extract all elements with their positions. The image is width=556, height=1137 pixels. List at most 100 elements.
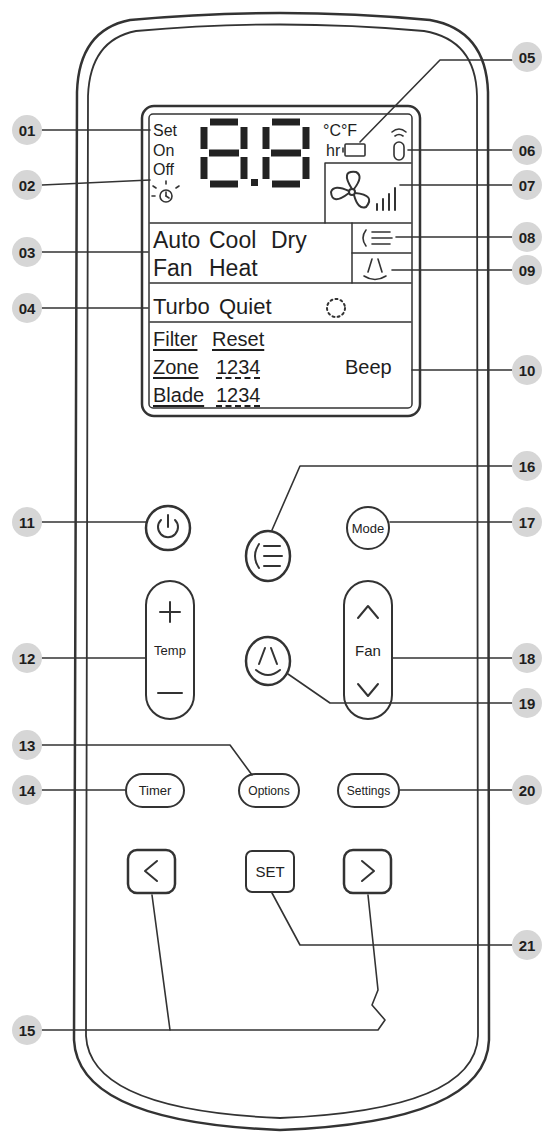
swing-button-horizontal <box>246 531 290 581</box>
arrow-buttons <box>128 850 391 893</box>
callout-number: 01 <box>19 123 36 138</box>
callout-badge <box>12 293 42 323</box>
segment <box>263 157 270 179</box>
callout-badge <box>12 237 42 267</box>
callout-badge <box>512 451 542 481</box>
callout-badge <box>512 643 542 673</box>
segment <box>263 127 270 149</box>
display-text: Blade <box>153 385 204 405</box>
callout-badge <box>12 730 42 760</box>
display-text: Dry <box>271 229 307 252</box>
display-inner <box>149 114 412 408</box>
callout-number: 13 <box>19 738 36 753</box>
display-text: Fan <box>153 257 193 280</box>
callout-number: 04 <box>19 301 36 316</box>
display-text: Auto <box>153 229 200 252</box>
remote-body-inner <box>86 25 478 1119</box>
segment <box>201 127 208 149</box>
callout-number: 15 <box>19 1023 36 1038</box>
callout-badge <box>512 688 542 718</box>
display-text: Filter <box>153 329 197 349</box>
fan-icon <box>331 172 395 210</box>
display-text: Heat <box>209 257 258 280</box>
set-button: SET <box>245 850 295 893</box>
callout-badge <box>12 1015 42 1045</box>
display-text: Off <box>153 162 174 178</box>
segment <box>210 119 238 126</box>
callout-number: 18 <box>519 651 536 666</box>
callout-badge <box>512 222 542 252</box>
segment <box>303 127 310 149</box>
callout-number: 05 <box>519 50 536 65</box>
timer-icon <box>152 181 179 202</box>
callout-badge <box>512 135 542 165</box>
segment <box>272 181 300 188</box>
display-dividers <box>150 163 411 322</box>
settings-button: Settings <box>337 773 400 808</box>
callout-badge <box>512 255 542 285</box>
segment <box>210 181 238 188</box>
callout-number: 11 <box>19 515 35 530</box>
display-text: Beep <box>345 357 392 377</box>
swing-button-vertical <box>246 637 290 685</box>
callout-number: 06 <box>519 143 536 158</box>
segment <box>271 150 301 157</box>
callout-badge <box>512 507 542 537</box>
callout-number: 12 <box>19 651 36 666</box>
display-text: °C°F <box>323 123 357 139</box>
button-label: Timer <box>139 784 172 797</box>
leader-lines <box>42 60 512 1030</box>
callout-badge <box>512 775 542 805</box>
temp-button: Temp <box>145 580 195 720</box>
callout-number: 08 <box>519 230 536 245</box>
segment <box>303 157 310 179</box>
display-text: Reset <box>212 329 264 349</box>
seven-segment-digits <box>204 122 306 186</box>
decimal-point <box>251 179 258 186</box>
callout-number: 09 <box>519 263 536 278</box>
callout-number: 16 <box>519 459 536 474</box>
power-button <box>146 506 190 550</box>
fan-button: Fan <box>343 580 393 720</box>
display-text: 1234 <box>216 385 261 405</box>
segment <box>201 157 208 179</box>
segment <box>272 119 300 126</box>
button-label: Fan <box>355 643 381 658</box>
mode-button: Mode <box>346 506 390 550</box>
segment <box>241 127 248 149</box>
callout-number: 10 <box>519 363 536 378</box>
button-label: Temp <box>154 644 186 657</box>
callout-badge <box>12 775 42 805</box>
button-label: Settings <box>347 785 390 797</box>
callout-badge <box>12 643 42 673</box>
callout-number: 17 <box>519 515 536 530</box>
callout-number: 20 <box>519 783 536 798</box>
timer-button: Timer <box>125 773 185 808</box>
callout-number: 03 <box>19 245 36 260</box>
display-frame <box>142 106 420 416</box>
callout-number: 07 <box>519 178 536 193</box>
display-text: Turbo <box>153 296 210 318</box>
callout-badge <box>512 170 542 200</box>
display-text: hr <box>326 143 340 159</box>
callout-circles <box>12 42 542 1045</box>
display-text: Set <box>153 123 177 139</box>
swing-icons-display <box>363 230 392 280</box>
display-text: 1234 <box>216 357 261 377</box>
button-label: SET <box>255 864 284 879</box>
dotted-ring-icon <box>327 299 345 317</box>
callout-badge <box>512 930 542 960</box>
segment <box>241 157 248 179</box>
display-text: Zone <box>153 357 199 377</box>
display-text: Cool <box>209 229 256 252</box>
callout-badge <box>512 355 542 385</box>
callout-number: 19 <box>519 696 536 711</box>
callout-number: 02 <box>19 178 36 193</box>
callout-number: 21 <box>519 938 536 953</box>
callout-badge <box>512 42 542 72</box>
callout-number: 14 <box>19 783 36 798</box>
button-label: Mode <box>352 522 385 535</box>
callout-badge <box>12 507 42 537</box>
